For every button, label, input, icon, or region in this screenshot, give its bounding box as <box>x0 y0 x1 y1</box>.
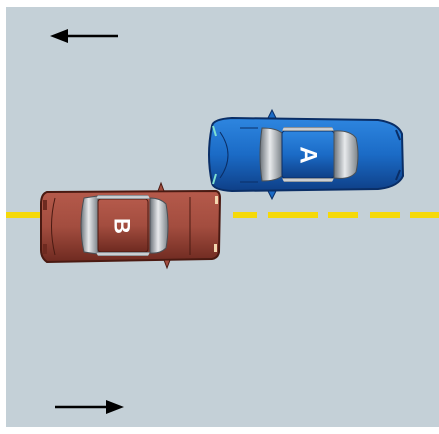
top-lane-arrow-icon <box>50 29 118 43</box>
bottom-lane-arrow-icon <box>55 400 124 414</box>
car-a: A <box>208 108 405 201</box>
car-a-label: A <box>295 146 322 163</box>
car-b: B <box>40 181 222 270</box>
center-lane-line <box>6 212 439 218</box>
car-b-label: B <box>110 218 135 234</box>
